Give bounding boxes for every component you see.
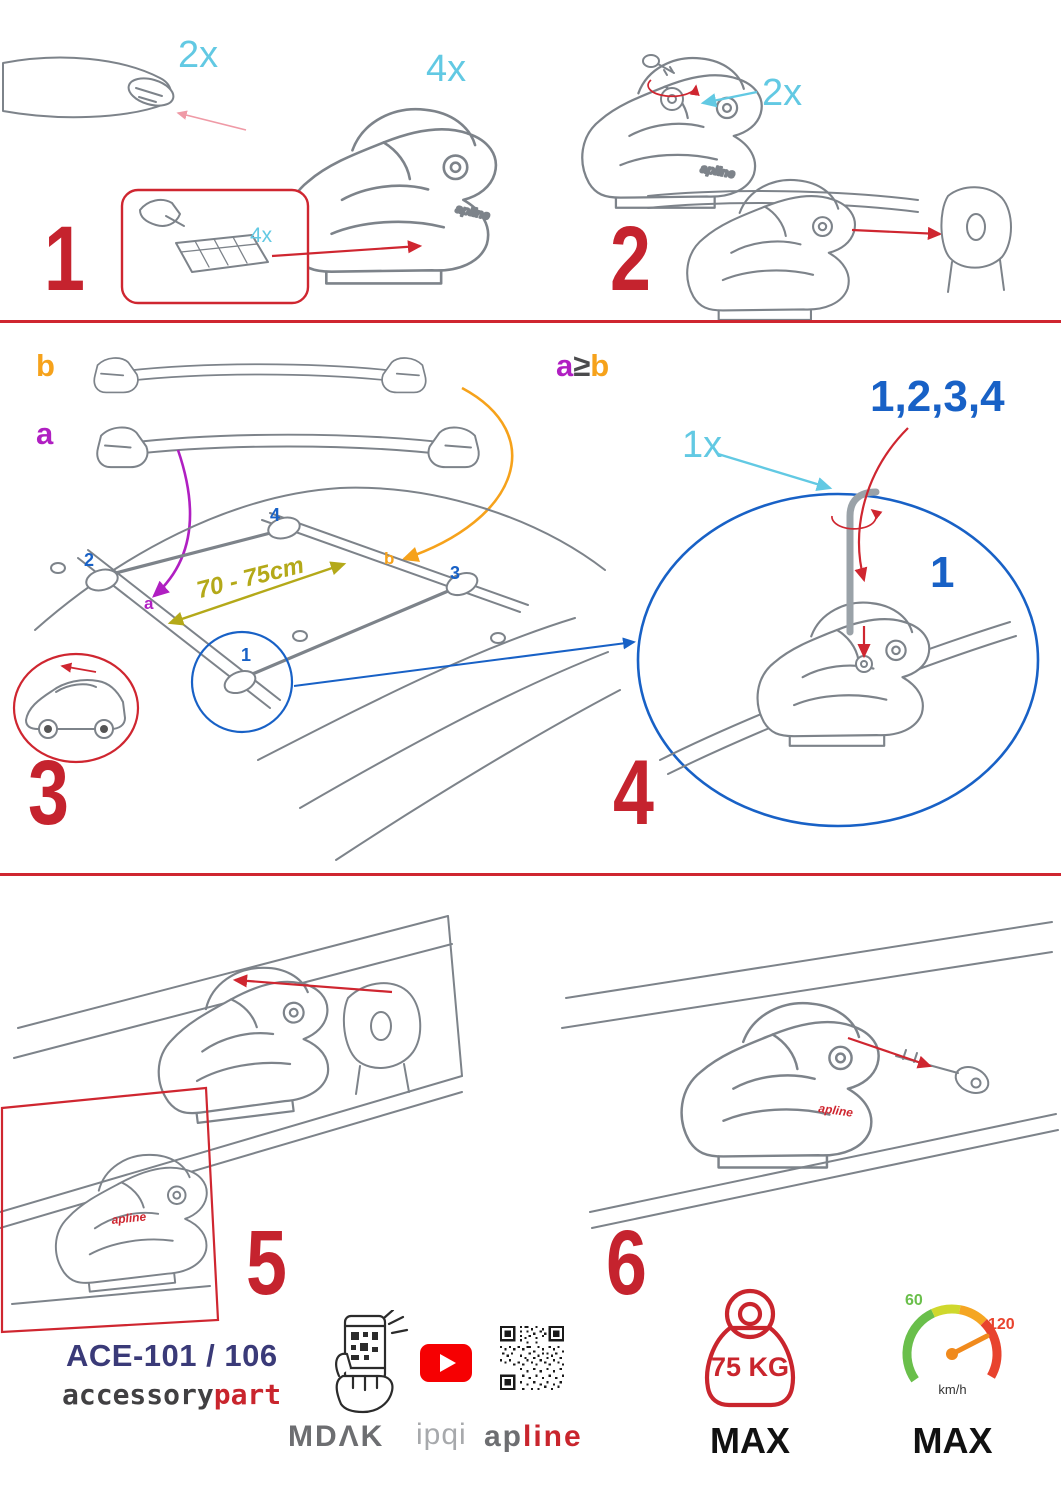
roof-position-3: 3 (450, 563, 461, 583)
speed-unit: km/h (938, 1382, 967, 1397)
speedometer-needle (949, 1333, 990, 1357)
car-inset-circle (12, 652, 140, 764)
section-divider-1 (0, 320, 1061, 323)
length-condition: a≥b (556, 348, 609, 384)
brand-apline: apline (484, 1420, 583, 1454)
key-insert-arrow (847, 1036, 933, 1069)
key-rotation-arrow (831, 508, 883, 530)
distance-dimension-arrow (167, 561, 347, 626)
bar-b-position-arrow (401, 386, 514, 562)
roof-position-4: 4 (270, 505, 281, 525)
bar-to-foot-arrow (176, 110, 247, 131)
svg-text:apline: apline (818, 1101, 855, 1120)
bar-a-label: a (36, 416, 54, 451)
step1-foot-quantity: 4x (426, 48, 467, 90)
svg-text:apline: apline (699, 161, 736, 181)
end-cover-illustration (940, 186, 1012, 293)
apline-suffix: line (523, 1420, 583, 1453)
step4-number: 4 (613, 742, 654, 844)
step5-number: 5 (246, 1212, 287, 1314)
weight-limit-icon (705, 1288, 795, 1408)
roof-bar-a-label: a (144, 594, 154, 613)
condition-operator: ≥ (573, 348, 591, 383)
key-illustration (895, 1049, 990, 1094)
speed-tick-120: 120 (988, 1316, 1015, 1333)
detail-callout-arrow (293, 637, 636, 687)
max-weight-label: MAX (710, 1420, 790, 1461)
car-roof-illustration (34, 486, 621, 861)
step1-number: 1 (44, 208, 85, 310)
foot-illustration-step2-bottom (647, 178, 919, 321)
step3-number: 3 (28, 742, 69, 844)
rubber-pad-illustration (139, 198, 269, 273)
step1-step2-illustration: apline apline (2, 54, 1012, 321)
pad-to-foot-arrow (271, 240, 423, 258)
svg-text:apline: apline (111, 1209, 147, 1227)
car-inset-illustration (25, 679, 126, 739)
cover-slide-arrow (232, 974, 393, 994)
step1-bar-quantity: 2x (178, 34, 219, 76)
cover-attach-arrow (851, 226, 943, 241)
lock-cover-illustration (342, 982, 422, 1095)
step2-number: 2 (610, 208, 651, 310)
sequence-to-first-arrow (854, 427, 909, 583)
detail-callout-ellipse (636, 492, 1040, 828)
partner-mdak: MDΛK (288, 1420, 385, 1453)
allen-key-illustration (846, 488, 880, 636)
partner-ipqi: ipqi (416, 1418, 467, 1451)
foot-illustration-step1: apline (285, 107, 498, 285)
bar-b-label: b (36, 348, 55, 383)
brand-part: part (213, 1378, 282, 1411)
tool-quantity-arrow (717, 452, 833, 492)
crossbar-a-illustration (96, 426, 480, 469)
first-position: 1 (930, 548, 955, 597)
crossbar-tube-illustration (2, 56, 175, 119)
roof-bar-b-label: b (384, 549, 395, 568)
step5-step6-illustration: apline apline (0, 915, 1059, 1334)
roof-position-1: 1 (241, 645, 252, 665)
step6-number: 6 (606, 1212, 647, 1314)
condition-a: a (556, 348, 574, 383)
lock-quantity-arrow (700, 90, 758, 108)
foot-illustration-step6 (680, 1001, 880, 1169)
max-weight-value: 75 KG (710, 1352, 790, 1382)
result-inset-box (0, 1086, 220, 1334)
roof-rail-step6 (561, 921, 1059, 1229)
apline-prefix: ap (484, 1420, 524, 1453)
speedometer-icon (902, 1304, 1002, 1383)
youtube-icon (420, 1344, 472, 1382)
step2-lock-quantity: 2x (762, 72, 803, 114)
tightening-sequence: 1,2,3,4 (870, 372, 1005, 421)
car-roof-direction-arrow (60, 662, 97, 673)
brand-name: accessorypart (62, 1378, 281, 1411)
max-speed-label: MAX (912, 1420, 993, 1461)
crossbar-b-illustration (93, 357, 427, 394)
bar-a-position-arrow (152, 449, 192, 598)
roof-position-2: 2 (84, 550, 95, 570)
foot-detail-illustration (659, 601, 1017, 775)
section-divider-2 (0, 873, 1061, 876)
speed-tick-60: 60 (905, 1292, 923, 1309)
step1-pad-quantity: 4x (250, 224, 273, 247)
qr-code (500, 1326, 564, 1390)
phone-qr-scan-icon (335, 1310, 409, 1414)
product-code: ACE-101 / 106 (66, 1338, 278, 1373)
condition-b: b (590, 348, 610, 383)
lock-rotation-arrow (647, 79, 700, 98)
step3-step4-illustration (12, 357, 1040, 861)
foot-highlight-circle (190, 630, 294, 734)
brand-accessory: accessory (62, 1378, 214, 1411)
roof-line (11, 1285, 211, 1305)
tool-quantity: 1x (682, 424, 723, 466)
foot-illustration-step2-top: apline (581, 54, 763, 209)
